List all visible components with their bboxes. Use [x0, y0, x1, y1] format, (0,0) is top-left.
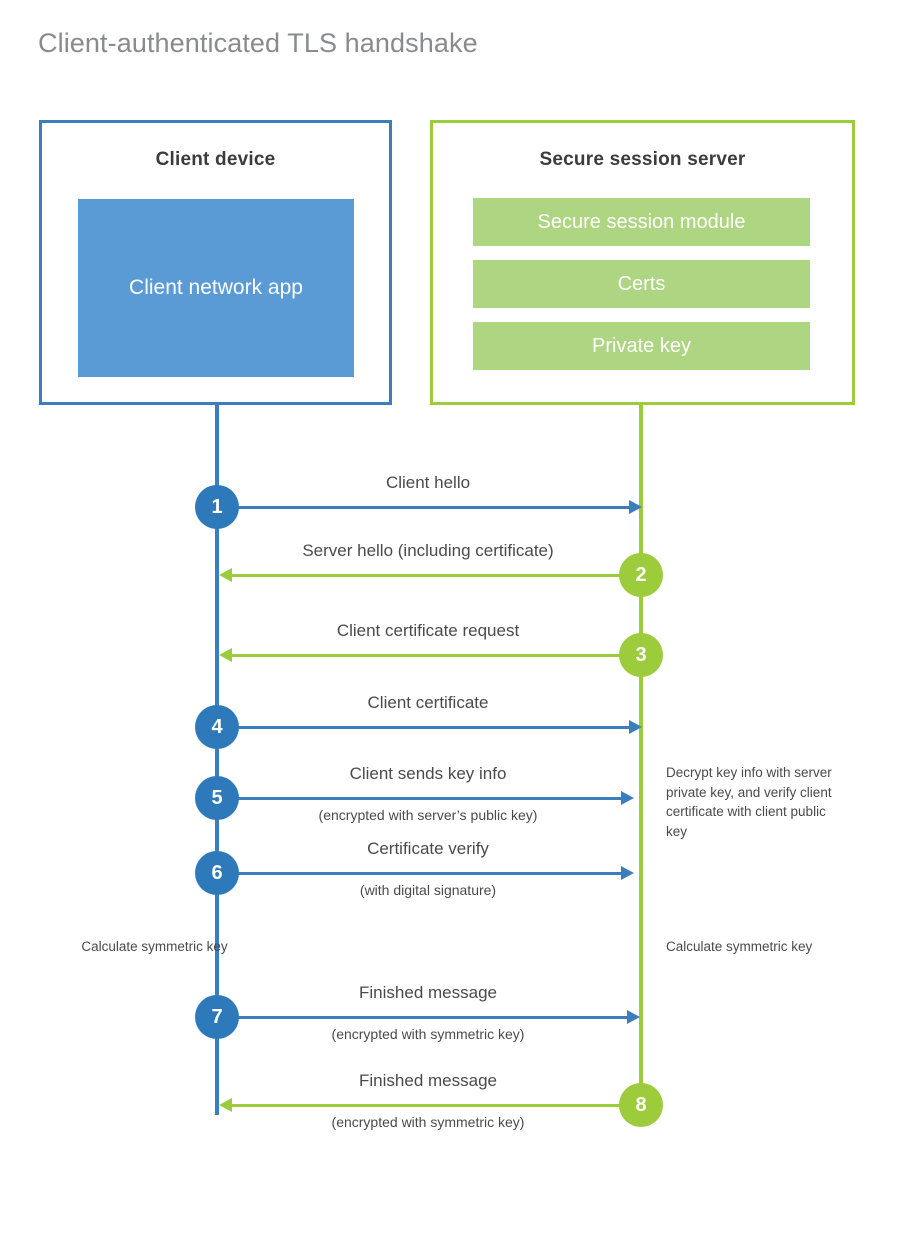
page-title: Client-authenticated TLS handshake — [38, 28, 478, 58]
secure-session-server-title: Secure session server — [539, 149, 746, 170]
message-arrow-6 — [217, 872, 621, 875]
message-arrowhead-8 — [219, 1098, 232, 1112]
message-sublabel-6: (with digital signature) — [359, 882, 497, 898]
message-arrowhead-6 — [621, 866, 634, 880]
message-label-6: Certificate verify — [367, 839, 489, 858]
server-component-stack: Secure session module Certs Private key — [473, 198, 810, 370]
message-arrow-1 — [217, 506, 629, 509]
step-circle-6[interactable]: 6 — [195, 851, 239, 895]
step-circle-8[interactable]: 8 — [619, 1083, 663, 1127]
message-label-7: Finished message — [359, 983, 497, 1002]
message-arrow-2 — [232, 574, 641, 577]
message-sublabel-8: (encrypted with symmetric key) — [331, 1114, 525, 1130]
message-arrow-3 — [232, 654, 641, 657]
server-component-certs: Certs — [473, 260, 810, 308]
message-label-8: Finished message — [359, 1071, 497, 1090]
message-arrow-4 — [217, 726, 629, 729]
step-circle-2[interactable]: 2 — [619, 553, 663, 597]
note-calculate-symmetric-key-client: Calculate symmetric key — [81, 939, 228, 954]
message-label-4: Client certificate — [367, 693, 489, 712]
note-calculate-symmetric-key-server: Calculate symmetric key — [666, 939, 813, 954]
message-arrow-8 — [232, 1104, 641, 1107]
step-circle-5[interactable]: 5 — [195, 776, 239, 820]
message-sublabel-5: (encrypted with server’s public key) — [318, 807, 538, 823]
secure-session-server-box: Secure session server Secure session mod… — [430, 120, 855, 405]
step-circle-7[interactable]: 7 — [195, 995, 239, 1039]
message-arrowhead-5 — [621, 791, 634, 805]
message-arrow-7 — [217, 1016, 627, 1019]
note-decrypt-key-info: Decrypt key info with server private key… — [666, 765, 832, 839]
message-label-5: Client sends key info — [349, 764, 507, 783]
message-sublabel-7: (encrypted with symmetric key) — [331, 1026, 525, 1042]
message-arrow-5 — [217, 797, 621, 800]
message-label-3: Client certificate request — [336, 621, 520, 640]
message-arrowhead-7 — [627, 1010, 640, 1024]
client-lifeline — [215, 405, 219, 1115]
message-arrowhead-4 — [629, 720, 642, 734]
message-label-1: Client hello — [385, 473, 471, 492]
server-component-private-key: Private key — [473, 322, 810, 370]
client-network-app-block: Client network app — [78, 199, 354, 377]
message-arrowhead-1 — [629, 500, 642, 514]
message-arrowhead-3 — [219, 648, 232, 662]
step-circle-3[interactable]: 3 — [619, 633, 663, 677]
server-component-secure-session-module: Secure session module — [473, 198, 810, 246]
server-lifeline — [639, 405, 643, 1105]
client-device-title: Client device — [155, 149, 276, 170]
step-circle-4[interactable]: 4 — [195, 705, 239, 749]
message-label-2: Server hello (including certificate) — [302, 541, 554, 560]
client-device-box: Client device Client network app — [39, 120, 392, 405]
message-arrowhead-2 — [219, 568, 232, 582]
step-circle-1[interactable]: 1 — [195, 485, 239, 529]
